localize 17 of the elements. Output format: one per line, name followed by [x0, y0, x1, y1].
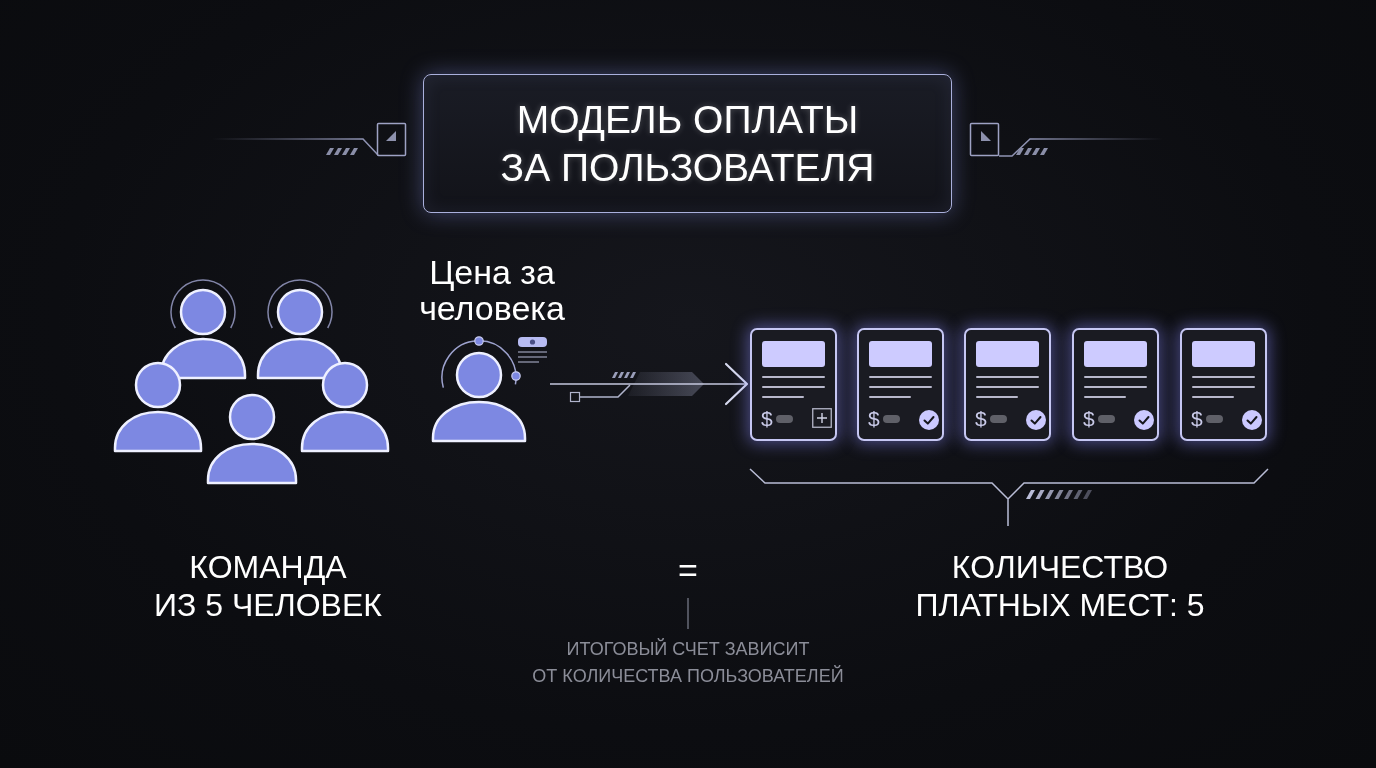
currency-symbol: $ — [761, 407, 773, 431]
seat-card — [1072, 328, 1159, 441]
seat-card — [1180, 328, 1267, 441]
team-caption: КОМАНДА ИЗ 5 ЧЕЛОВЕК — [154, 548, 382, 624]
seat-card — [964, 328, 1051, 441]
price-caption: Цена за человека — [419, 254, 565, 326]
seat-card — [857, 328, 944, 441]
title: МОДЕЛЬ ОПЛАТЫ ЗА ПОЛЬЗОВАТЕЛЯ — [500, 96, 875, 191]
currency-symbol: $ — [868, 407, 880, 431]
seat-card — [750, 328, 837, 441]
seat-count-caption: КОЛИЧЕСТВО ПЛАТНЫХ МЕСТ: 5 — [915, 548, 1205, 624]
currency-symbol: $ — [1191, 407, 1203, 431]
equals-sign: = — [678, 550, 698, 590]
arrow — [549, 362, 749, 406]
currency-symbol: $ — [1083, 407, 1095, 431]
currency-symbol: $ — [975, 407, 987, 431]
footnote-text: ИТОГОВЫЙ СЧЕТ ЗАВИСИТ ОТ КОЛИЧЕСТВА ПОЛЬЗОВАТЕЛЕЙ — [532, 637, 844, 688]
